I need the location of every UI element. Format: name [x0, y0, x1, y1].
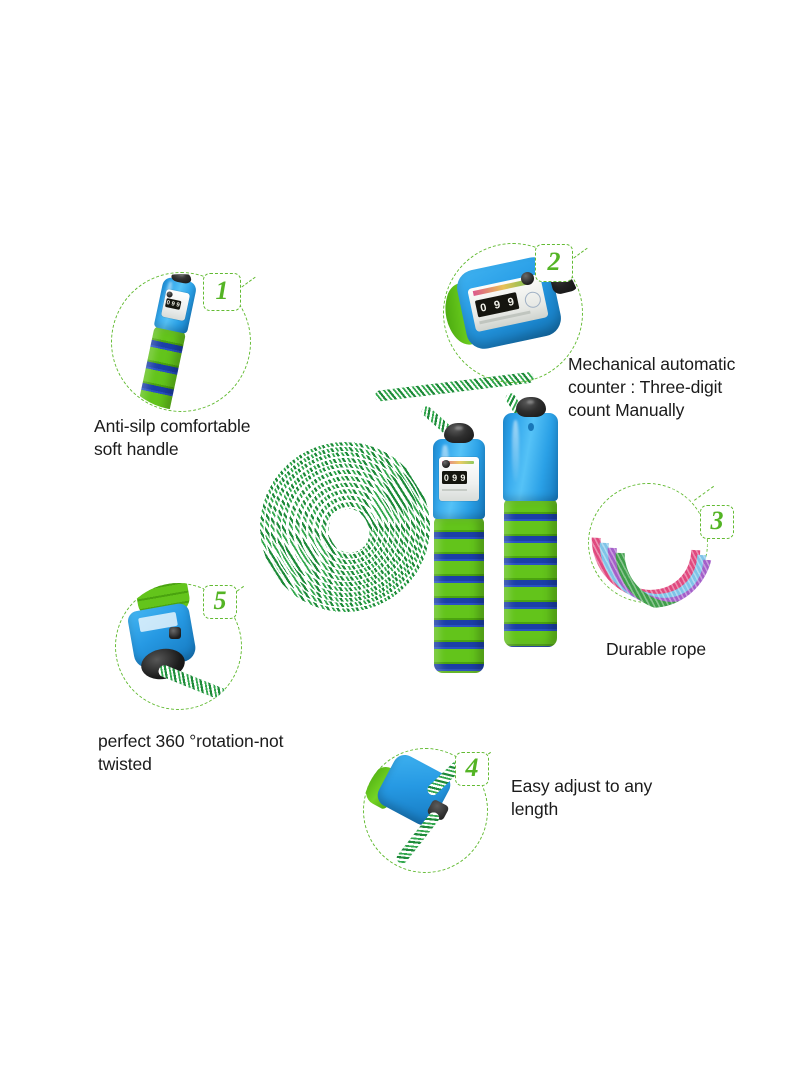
swivel-cap-icon — [444, 423, 474, 443]
handle-with-counter: 0 9 9 — [433, 423, 485, 673]
callout-2-photo: 0 9 9 — [445, 245, 581, 381]
callout-2-number: 2 — [547, 247, 561, 276]
callout-2-badge: 2 — [535, 244, 573, 282]
counter-reset-knob — [521, 272, 534, 285]
callout-3-badge: 3 — [700, 505, 734, 539]
callout-3-circle — [588, 483, 708, 603]
callout-4-circle — [363, 748, 488, 873]
callout-5-number: 5 — [213, 586, 227, 615]
counter-digit-1: 0 — [443, 472, 449, 483]
counter-digit-3: 9 — [506, 295, 516, 309]
counter-digit-2: 9 — [492, 298, 502, 312]
counter-digit-3: 9 — [175, 301, 181, 309]
counter-digit-1: 0 — [165, 299, 171, 307]
counter-reset-knob — [442, 460, 450, 468]
handle-plain — [503, 397, 558, 647]
callout-2-text: Mechanical automatic counter : Three-dig… — [568, 354, 736, 421]
product-photo-main: 0 9 9 — [225, 371, 595, 695]
swivel-cap-icon — [515, 397, 546, 417]
callout-1-number: 1 — [215, 276, 229, 305]
adjust-knob — [169, 627, 181, 639]
counter-digit-window: 0 9 9 — [442, 471, 467, 484]
callout-3-text: Durable rope — [606, 639, 706, 659]
counter-digit-3: 9 — [460, 472, 466, 483]
callout-5-text: perfect 360 °rotation-not twisted — [98, 731, 284, 775]
callout-4-number: 4 — [465, 753, 479, 782]
rope-strand — [156, 663, 236, 705]
counter-digit-2: 9 — [452, 472, 458, 483]
callout-3-leader — [694, 485, 715, 501]
callout-4-badge: 4 — [455, 752, 489, 786]
callout-3-number: 3 — [710, 506, 724, 535]
callout-5-badge: 5 — [203, 585, 237, 619]
callout-1-text: Anti-silp comfortable soft handle — [94, 416, 251, 460]
counter-digit-1: 0 — [479, 301, 488, 315]
foam-grip — [504, 499, 557, 647]
callout-3-photo — [588, 483, 713, 608]
counter-label-strip — [442, 461, 475, 464]
callout-1-circle — [111, 272, 251, 412]
foam-grip — [434, 517, 484, 673]
callout-2-circle — [443, 243, 583, 383]
callout-5-photo — [115, 583, 242, 710]
handle-vent-hole — [527, 423, 534, 431]
callout-1-badge: 1 — [203, 273, 241, 311]
counter-digit-2: 9 — [170, 300, 176, 308]
rope-coil — [225, 407, 465, 647]
callout-4-text: Easy adjust to any length — [511, 776, 653, 820]
